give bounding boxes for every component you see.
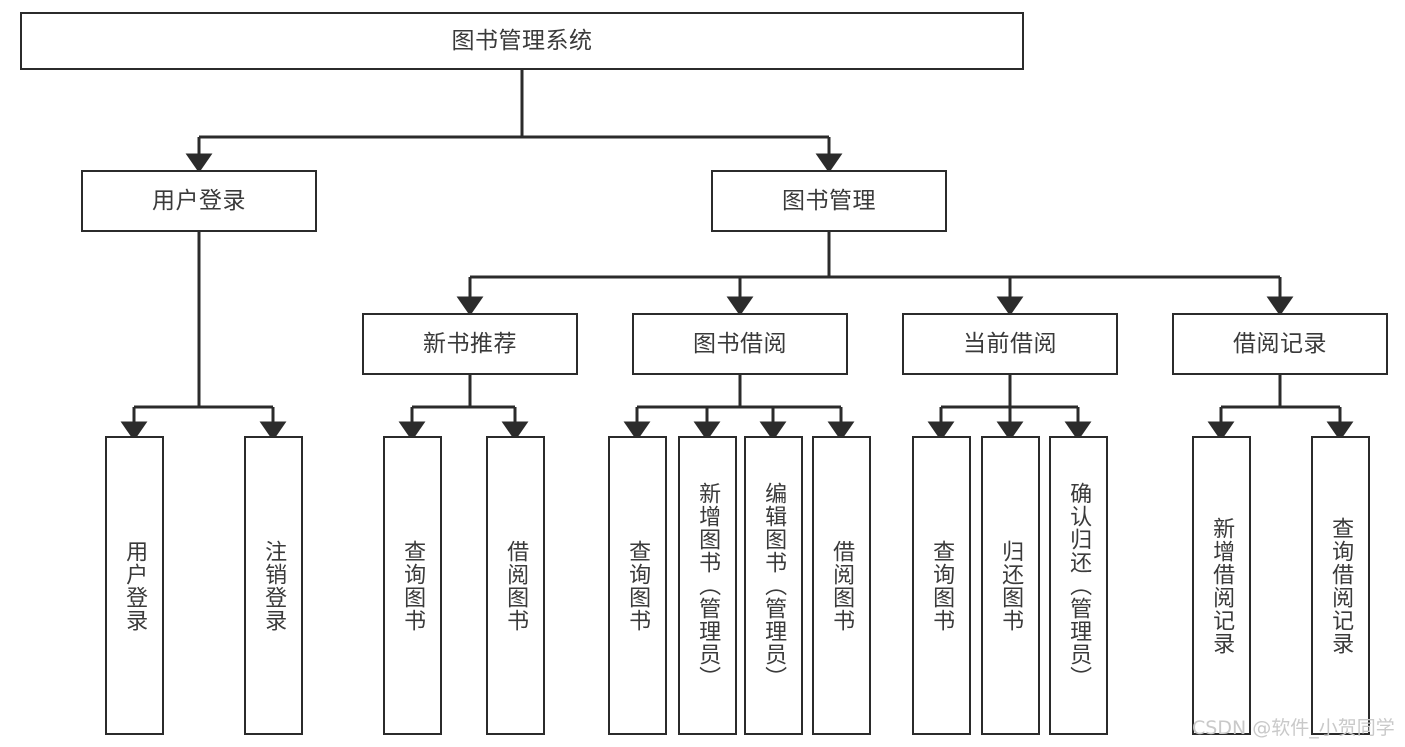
node-leaf-borrow-book-2-label: 借阅图书 (829, 539, 855, 632)
node-current-borrow[interactable]: 当前借阅 (902, 313, 1118, 375)
node-root[interactable]: 图书管理系统 (20, 12, 1024, 70)
node-leaf-return-book-label: 归还图书 (998, 539, 1024, 632)
node-new-book-recommend-label: 新书推荐 (423, 330, 517, 357)
node-leaf-query-book-1-label: 查询图书 (400, 539, 426, 632)
node-leaf-edit-book[interactable]: 编辑图书（管理员） (744, 436, 803, 735)
node-leaf-add-record-label: 新增借阅记录 (1209, 516, 1235, 655)
node-new-book-recommend[interactable]: 新书推荐 (362, 313, 578, 375)
node-leaf-logout-label: 注销登录 (261, 539, 287, 632)
node-user-login-label: 用户登录 (152, 187, 246, 214)
node-leaf-return-book[interactable]: 归还图书 (981, 436, 1040, 735)
node-leaf-add-book[interactable]: 新增图书（管理员） (678, 436, 737, 735)
node-leaf-user-login[interactable]: 用户登录 (105, 436, 164, 735)
node-leaf-confirm-return[interactable]: 确认归还（管理员） (1049, 436, 1108, 735)
node-book-management-label: 图书管理 (782, 187, 876, 214)
node-leaf-query-record[interactable]: 查询借阅记录 (1311, 436, 1370, 735)
node-user-login[interactable]: 用户登录 (81, 170, 317, 232)
node-leaf-query-book-1[interactable]: 查询图书 (383, 436, 442, 735)
node-book-borrow[interactable]: 图书借阅 (632, 313, 848, 375)
node-borrow-record[interactable]: 借阅记录 (1172, 313, 1388, 375)
watermark-text: CSDN @软件_小贺同学 (1192, 717, 1395, 739)
node-book-management[interactable]: 图书管理 (711, 170, 947, 232)
node-leaf-query-book-2[interactable]: 查询图书 (608, 436, 667, 735)
node-leaf-query-book-3[interactable]: 查询图书 (912, 436, 971, 735)
node-leaf-logout[interactable]: 注销登录 (244, 436, 303, 735)
node-leaf-query-book-2-label: 查询图书 (625, 539, 651, 632)
node-leaf-add-book-label: 新增图书（管理员） (695, 482, 721, 689)
node-leaf-query-book-3-label: 查询图书 (929, 539, 955, 632)
node-leaf-user-login-label: 用户登录 (122, 539, 148, 632)
node-leaf-borrow-book-1-label: 借阅图书 (503, 539, 529, 632)
node-leaf-confirm-return-label: 确认归还（管理员） (1066, 482, 1092, 689)
node-leaf-edit-book-label: 编辑图书（管理员） (761, 482, 787, 689)
node-book-borrow-label: 图书借阅 (693, 330, 787, 357)
node-leaf-query-record-label: 查询借阅记录 (1328, 516, 1354, 655)
node-leaf-add-record[interactable]: 新增借阅记录 (1192, 436, 1251, 735)
node-current-borrow-label: 当前借阅 (963, 330, 1057, 357)
node-root-label: 图书管理系统 (451, 27, 593, 54)
node-borrow-record-label: 借阅记录 (1233, 330, 1327, 357)
node-leaf-borrow-book-2[interactable]: 借阅图书 (812, 436, 871, 735)
node-leaf-borrow-book-1[interactable]: 借阅图书 (486, 436, 545, 735)
